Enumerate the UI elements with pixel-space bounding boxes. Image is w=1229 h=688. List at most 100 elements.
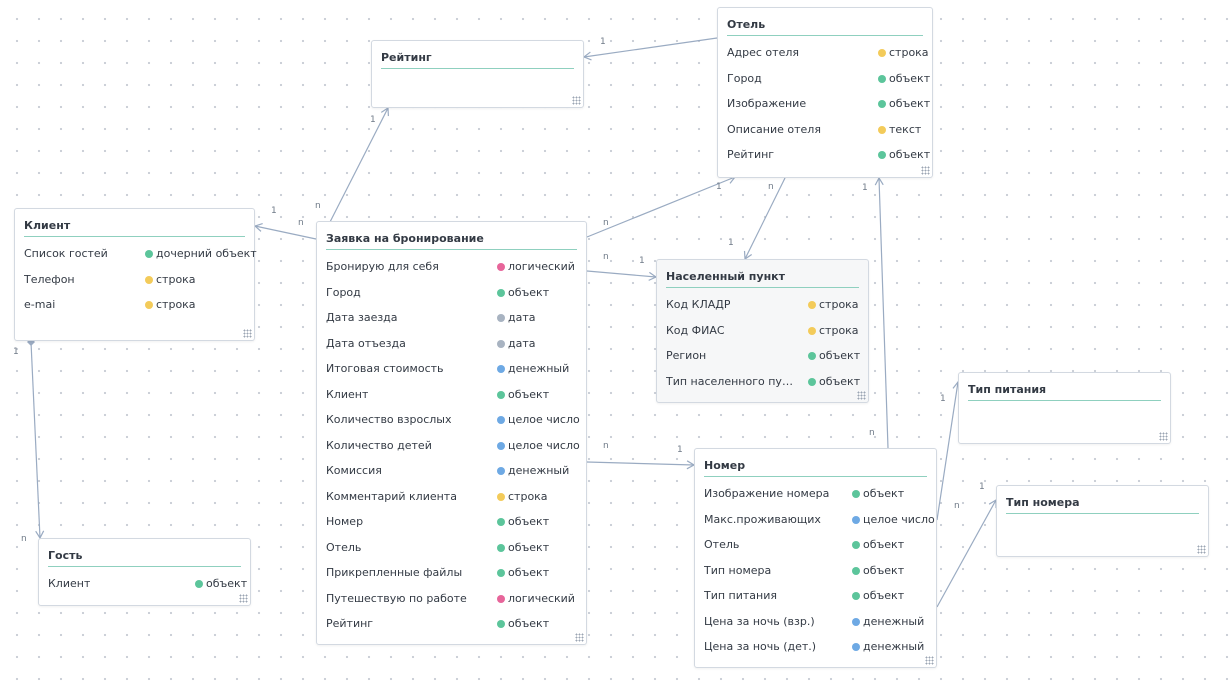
attribute-row[interactable]: Цена за ночь (взр.)денежный	[695, 609, 936, 635]
attribute-type-label: логический	[508, 591, 575, 605]
attribute-type: денежный	[497, 458, 569, 484]
entity-title[interactable]: Номер	[704, 459, 927, 477]
type-dot-icon	[852, 617, 860, 626]
relation-booking-room[interactable]	[586, 460, 696, 470]
resize-handle-icon[interactable]	[572, 96, 581, 105]
relation-room-hotel[interactable]	[874, 176, 889, 449]
type-dot-icon	[145, 275, 153, 284]
type-dot-icon	[497, 441, 505, 450]
entity-title[interactable]: Клиент	[24, 219, 245, 237]
relation-hotel-settlement[interactable]	[743, 177, 786, 261]
entity-title[interactable]: Тип номера	[1006, 496, 1199, 514]
attribute-type-label: строка	[889, 46, 929, 59]
relation-booking-client[interactable]	[253, 222, 317, 240]
entity-title[interactable]: Тип питания	[968, 383, 1161, 401]
entity-title[interactable]: Населенный пункт	[666, 270, 859, 288]
relation-booking-settlement[interactable]	[586, 270, 658, 281]
resize-handle-icon[interactable]	[857, 391, 866, 400]
resize-handle-icon[interactable]	[1159, 432, 1168, 441]
entity-meal[interactable]: Тип питания	[958, 372, 1171, 444]
attribute-type-label: объект	[863, 538, 905, 551]
entity-title[interactable]: Гость	[48, 549, 241, 567]
type-dot-icon	[808, 377, 816, 386]
attribute-name: Путешествую по работе	[326, 591, 467, 605]
attribute-type: денежный	[497, 356, 569, 382]
relation-client-guest[interactable]	[30, 341, 45, 540]
type-dot-icon	[852, 490, 860, 498]
relation-hotel-rating[interactable]	[582, 37, 718, 61]
cardinality-label: n	[298, 218, 304, 228]
cardinality-label: n	[315, 201, 321, 211]
attribute-type-label: дата	[508, 336, 536, 350]
cardinality-label: 1	[979, 482, 985, 492]
attribute-row[interactable]: Путешествую по работе логический	[317, 586, 586, 612]
entity-roomtype[interactable]: Тип номера	[996, 485, 1209, 557]
attribute-type-label: объект	[206, 577, 248, 590]
resize-handle-icon[interactable]	[239, 594, 248, 603]
resize-handle-icon[interactable]	[575, 633, 584, 642]
relation-booking-rating[interactable]	[329, 106, 389, 223]
relation-booking-hotel[interactable]	[586, 175, 737, 238]
entity-title[interactable]: Заявка на бронирование	[326, 232, 577, 250]
cardinality-label: n	[869, 428, 875, 438]
entity-title[interactable]: Отель	[727, 18, 923, 36]
resize-handle-icon[interactable]	[921, 166, 930, 175]
resize-handle-icon[interactable]	[925, 656, 934, 665]
resize-handle-icon[interactable]	[243, 329, 252, 338]
attribute-name: Комментарий клиента	[326, 489, 457, 503]
relation-room-meal[interactable]	[936, 380, 962, 521]
relation-room-roomtype[interactable]	[936, 498, 997, 608]
cardinality-label: 1	[639, 256, 645, 266]
resize-handle-icon[interactable]	[1197, 545, 1206, 554]
entity-rating[interactable]: Рейтинг	[371, 40, 584, 108]
attribute-type-label: строка	[819, 323, 859, 337]
type-dot-icon	[852, 566, 860, 575]
attribute-row[interactable]: Цена за ночь (дет.)денежный	[695, 634, 936, 660]
type-dot-icon	[497, 492, 505, 501]
cardinality-label: n	[21, 534, 27, 544]
attribute-name: Регион	[666, 349, 707, 362]
entity-title[interactable]: Рейтинг	[381, 51, 574, 69]
type-dot-icon	[497, 620, 505, 628]
attribute-type: объект	[852, 481, 904, 507]
